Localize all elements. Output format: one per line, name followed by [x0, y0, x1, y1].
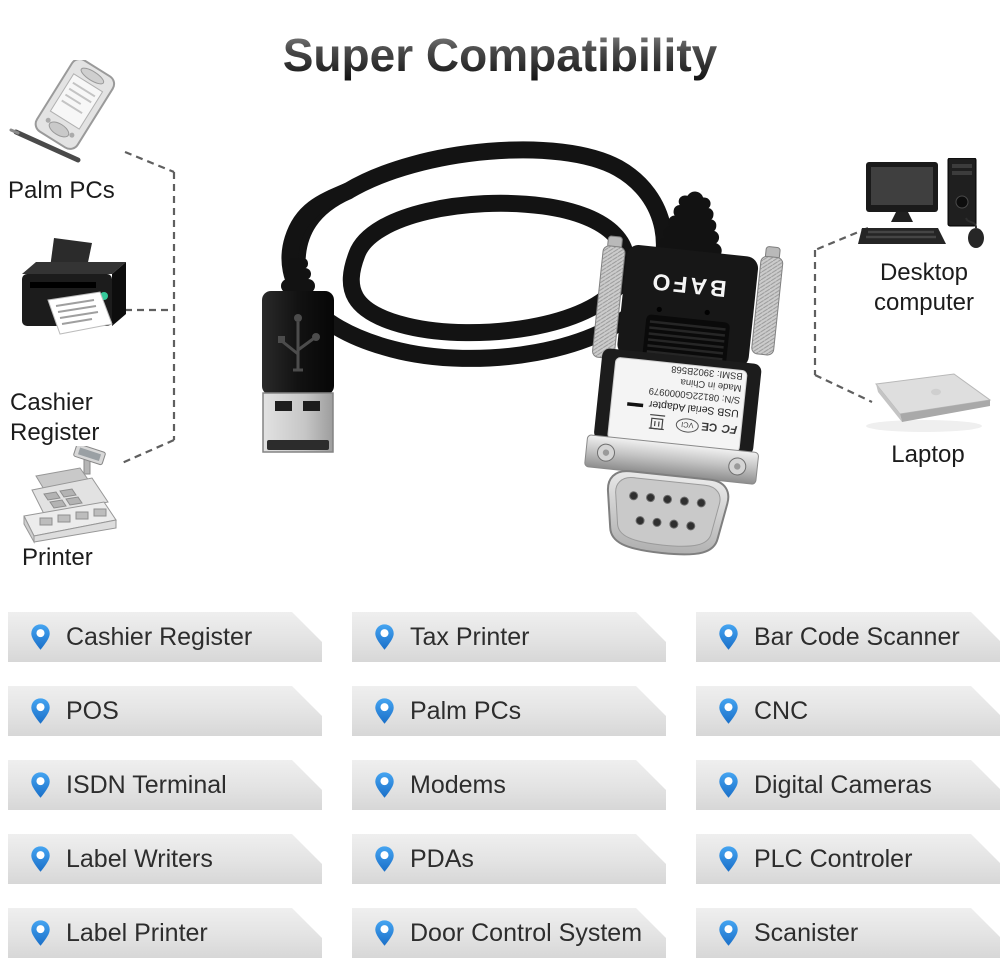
compat-label: PDAs [410, 844, 474, 873]
compat-item: CNC [696, 686, 1000, 736]
device-label-laptop: Laptop [891, 441, 965, 468]
location-pin-icon [718, 771, 739, 800]
laptop-icon [866, 373, 992, 432]
compat-label: Bar Code Scanner [754, 622, 960, 651]
location-pin-icon [718, 845, 739, 874]
inkjet-printer-icon [22, 238, 126, 335]
compat-item: ISDN Terminal [8, 760, 322, 810]
desktop-computer-icon [858, 158, 984, 248]
compat-label: Modems [410, 770, 506, 799]
compat-item: Scanister [696, 908, 1000, 958]
right-devices-dashed-bracket [813, 226, 873, 403]
compat-label: Label Printer [66, 918, 208, 947]
compat-label: ISDN Terminal [66, 770, 227, 799]
device-label-palm-pcs: Palm PCs [8, 177, 115, 204]
location-pin-icon [718, 623, 739, 652]
compat-item: Modems [352, 760, 666, 810]
compat-item: Cashier Register [8, 612, 322, 662]
compat-label: Door Control System [410, 918, 643, 947]
location-pin-icon [374, 771, 395, 800]
compat-item: Door Control System [352, 908, 666, 958]
thumbscrew-right [751, 246, 784, 356]
compat-item: Digital Cameras [696, 760, 1000, 810]
left-devices-dashed-bracket [121, 150, 176, 465]
device-label-cashier-register: Cashier Register [10, 389, 100, 446]
device-label-desktop-computer: Desktop computer [873, 259, 975, 316]
device-label-printer: Printer [22, 544, 93, 571]
compat-item: Tax Printer [352, 612, 666, 662]
sticker-mark-vci: VCI [681, 420, 694, 430]
location-pin-icon [30, 697, 51, 726]
db9-serial-adapter: BAFO FC CE VCI [584, 195, 784, 556]
compat-item: Label Printer [8, 908, 322, 958]
page-title: Super Compatibility [0, 27, 1000, 83]
compat-item: PDAs [352, 834, 666, 884]
grip-ridges [646, 320, 726, 361]
palm-pc-icon [9, 60, 116, 163]
location-pin-icon [374, 623, 395, 652]
compat-label: Palm PCs [410, 696, 522, 725]
location-pin-icon [718, 697, 739, 726]
weee-bin-icon [648, 413, 666, 431]
compat-item: PLC Controler [696, 834, 1000, 884]
compat-label: Scanister [754, 918, 859, 947]
location-pin-icon [718, 919, 739, 948]
location-pin-icon [30, 919, 51, 948]
location-pin-icon [30, 845, 51, 874]
compat-label: PLC Controler [754, 844, 913, 873]
sticker-mark-fcc: FC [721, 422, 738, 436]
usb-trident-icon [278, 314, 320, 372]
compat-label: Cashier Register [66, 622, 253, 651]
cash-register-icon [23, 446, 117, 544]
compat-item: Palm PCs [352, 686, 666, 736]
compat-label: CNC [754, 696, 809, 725]
location-pin-icon [374, 697, 395, 726]
db9-pins [629, 491, 706, 531]
compat-label: POS [66, 696, 119, 725]
sticker-mark-ce: CE [700, 419, 717, 433]
location-pin-icon [30, 771, 51, 800]
compat-item: Label Writers [8, 834, 322, 884]
compat-item: POS [8, 686, 322, 736]
usb-a-connector [262, 258, 334, 453]
location-pin-icon [374, 845, 395, 874]
label-sticker: FC CE VCI USB Serial Adapter S/N: 08122G… [607, 357, 748, 453]
compat-item: Bar Code Scanner [696, 612, 1000, 662]
compat-label: Tax Printer [410, 622, 530, 651]
location-pin-icon [374, 919, 395, 948]
compatibility-list: Cashier Register Tax Printer Bar Code Sc… [8, 612, 1000, 958]
compat-label: Digital Cameras [754, 770, 932, 799]
compat-label: Label Writers [66, 844, 213, 873]
location-pin-icon [30, 623, 51, 652]
